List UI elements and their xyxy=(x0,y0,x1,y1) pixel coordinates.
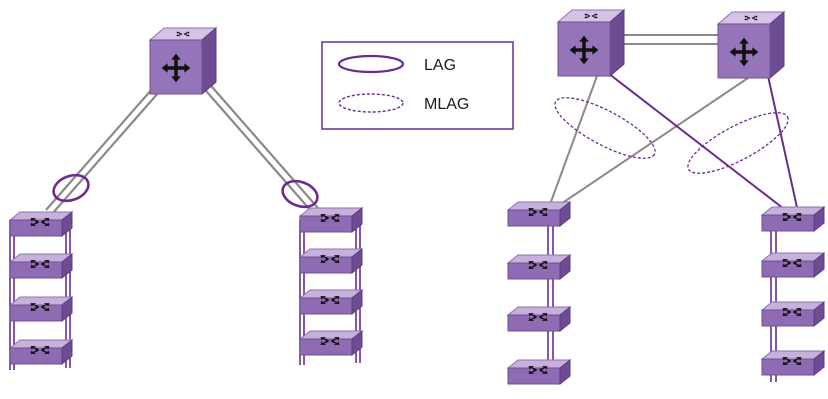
mlag-ring-left xyxy=(554,97,656,159)
edge-switch xyxy=(508,255,570,279)
edge-switch xyxy=(300,208,362,232)
edge-stack-left-b xyxy=(300,208,362,355)
left-uplink-links xyxy=(45,79,319,215)
edge-switch xyxy=(300,290,362,314)
right-stack-a-cabling xyxy=(547,218,554,378)
core-switch-right xyxy=(718,12,784,78)
legend-box xyxy=(321,41,514,130)
core-interconnect-link xyxy=(612,34,725,45)
edge-switch xyxy=(508,360,570,384)
lag-ring-right xyxy=(281,179,319,209)
edge-switch xyxy=(10,254,72,278)
core-switch xyxy=(150,28,216,94)
edge-switch xyxy=(10,212,72,236)
edge-switch xyxy=(762,302,824,326)
edge-switch xyxy=(762,351,824,375)
left-topology xyxy=(9,28,362,370)
edge-stack-left-a xyxy=(10,212,72,364)
right-purple-uplinks xyxy=(603,69,799,213)
legend-lag-symbol xyxy=(337,54,405,74)
right-topology xyxy=(508,10,824,384)
edge-switch xyxy=(10,297,72,321)
edge-switch xyxy=(508,202,570,226)
legend-lag-label: LAG xyxy=(424,57,456,74)
legend-mlag-symbol xyxy=(338,93,404,113)
edge-switch xyxy=(10,340,72,364)
edge-switch xyxy=(762,207,824,231)
edge-switch xyxy=(300,331,362,355)
edge-switch xyxy=(762,253,824,277)
mlag-ring-right xyxy=(687,112,789,174)
edge-stack-right-a xyxy=(508,202,570,384)
edge-switch xyxy=(508,307,570,331)
legend-mlag-label: MLAG xyxy=(424,96,469,113)
legend: LAG MLAG xyxy=(321,41,514,130)
core-switch-left xyxy=(558,10,624,76)
edge-switch xyxy=(300,249,362,273)
lag-ring-left xyxy=(52,173,90,203)
right-gray-uplinks xyxy=(547,75,749,211)
